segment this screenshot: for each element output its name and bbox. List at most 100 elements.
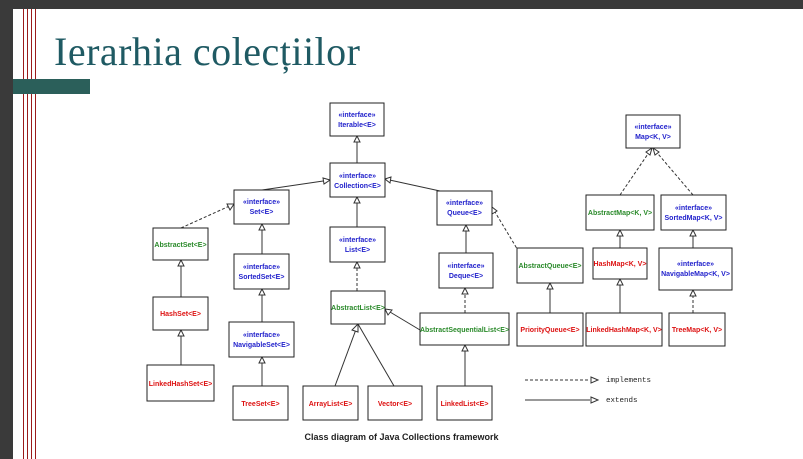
node-label: AbstractList<E>: [331, 305, 385, 312]
arrowhead: [258, 287, 266, 296]
arrowhead: [258, 355, 266, 364]
edge-abstractqueue-queue: [491, 206, 520, 253]
node-hashset: HashSet<E>: [152, 296, 209, 331]
title-accent-bar: [13, 79, 90, 94]
arrowhead: [353, 260, 361, 269]
node-hashmap: HashMap<K, V>: [592, 247, 648, 280]
edge-sortedmap-map: [652, 147, 694, 196]
node-map: «interface» Map<K, V>: [625, 114, 681, 149]
node-set: «interface» Set<E>: [233, 189, 290, 225]
node-label: Set<E>: [250, 209, 274, 216]
slide-top-border: [0, 0, 803, 9]
arrowhead: [491, 205, 498, 215]
node-list: «interface» List<E>: [329, 226, 386, 263]
arrowhead: [461, 343, 469, 352]
node-treeset: TreeSet<E>: [232, 385, 289, 421]
diagram-edges: [177, 134, 697, 387]
node-linkedhashset: LinkedHashSet<E>: [146, 364, 215, 402]
node-collection: «interface» Collection<E>: [329, 162, 386, 198]
node-vector: Vector<E>: [367, 385, 423, 421]
node-label: HashSet<E>: [160, 311, 201, 318]
edge-abstractmap-map: [619, 147, 653, 196]
node-stereotype: «interface»: [339, 173, 376, 180]
node-stereotype: «interface»: [339, 237, 376, 244]
node-abstractlist: AbstractList<E>: [330, 290, 386, 325]
node-abstractset: AbstractSet<E>: [152, 227, 209, 261]
diagram-caption: Class diagram of Java Collections framew…: [304, 432, 499, 442]
slide-left-border: [0, 0, 13, 459]
node-label: AbstractMap<K, V>: [588, 210, 652, 217]
arrowhead: [689, 288, 697, 297]
arrowhead: [353, 134, 361, 143]
node-stereotype: «interface»: [243, 264, 280, 271]
node-label: Vector<E>: [378, 401, 412, 408]
node-queue: «interface» Queue<E>: [436, 190, 493, 226]
node-label: Iterable<E>: [338, 122, 376, 129]
node-arraylist: ArrayList<E>: [302, 385, 359, 421]
arrowhead: [226, 203, 235, 211]
node-stereotype: «interface»: [243, 332, 280, 339]
node-label: Map<K, V>: [635, 134, 671, 141]
node-linkedhashmap: LinkedHashMap<K, V>: [585, 312, 663, 347]
slide-title: Ierarhia colecțiilor: [54, 29, 361, 74]
node-label: SortedMap<K, V>: [665, 215, 723, 222]
node-stereotype: «interface»: [675, 205, 712, 212]
node-sortedset: «interface» SortedSet<E>: [233, 253, 290, 290]
arrowhead: [689, 228, 697, 237]
node-priorityqueue: PriorityQueue<E>: [516, 312, 584, 347]
node-stereotype: «interface»: [448, 263, 485, 270]
node-stereotype: «interface»: [635, 124, 672, 131]
node-label: HashMap<K, V>: [594, 261, 647, 268]
edge-arraylist-abstractlist: [334, 323, 359, 387]
node-label: LinkedHashSet<E>: [149, 381, 212, 388]
node-stereotype: «interface»: [243, 199, 280, 206]
node-abstractsequentiallist: AbstractSequentialList<E>: [419, 312, 510, 346]
node-linkedlist: LinkedList<E>: [436, 385, 493, 421]
legend: implements extends: [525, 376, 651, 405]
legend-extends-label: extends: [606, 397, 638, 405]
arrowhead: [383, 176, 392, 184]
node-stereotype: «interface»: [677, 261, 714, 268]
node-abstractqueue: AbstractQueue<E>: [516, 247, 584, 284]
node-label: NavigableMap<K, V>: [661, 271, 730, 278]
arrowhead: [384, 308, 393, 316]
node-label: LinkedHashMap<K, V>: [586, 327, 661, 334]
arrowhead: [652, 146, 660, 156]
node-label: NavigableSet<E>: [233, 342, 290, 349]
arrowhead: [351, 322, 359, 333]
node-label: SortedSet<E>: [239, 274, 285, 281]
legend-extends-arrow: [590, 396, 600, 404]
decor-line-1: [23, 9, 24, 459]
legend-implements-label: implements: [606, 377, 651, 385]
arrowhead: [461, 286, 469, 295]
node-label: Queue<E>: [447, 210, 482, 217]
node-stereotype: «interface»: [339, 112, 376, 119]
arrowhead: [177, 328, 185, 337]
decor-line-3: [31, 9, 32, 459]
edge-abstractsequentiallist-abstractlist: [384, 308, 421, 331]
node-label: AbstractSet<E>: [154, 242, 206, 249]
node-treemap: TreeMap<K, V>: [668, 312, 726, 347]
arrowhead: [258, 222, 266, 231]
node-label: AbstractSequentialList<E>: [420, 327, 509, 334]
arrowhead: [177, 258, 185, 267]
arrowhead: [462, 223, 470, 232]
edge-set-collection: [261, 179, 331, 191]
node-label: PriorityQueue<E>: [520, 327, 579, 334]
edge-queue-collection: [384, 178, 441, 192]
arrowhead: [353, 195, 361, 204]
node-navigablemap: «interface» NavigableMap<K, V>: [658, 247, 733, 291]
node-label: List<E>: [345, 247, 370, 254]
node-abstractmap: AbstractMap<K, V>: [585, 194, 655, 231]
arrowhead: [645, 146, 653, 156]
node-label: AbstractQueue<E>: [518, 263, 581, 270]
arrowhead: [322, 177, 332, 185]
node-deque: «interface» Deque<E>: [438, 252, 494, 289]
decor-line-4: [35, 9, 36, 459]
node-label: TreeMap<K, V>: [672, 327, 722, 334]
node-label: Deque<E>: [449, 273, 483, 280]
legend-implements-arrow: [590, 376, 600, 384]
edge-vector-abstractlist: [357, 323, 395, 387]
node-iterable: «interface» Iterable<E>: [329, 102, 385, 137]
